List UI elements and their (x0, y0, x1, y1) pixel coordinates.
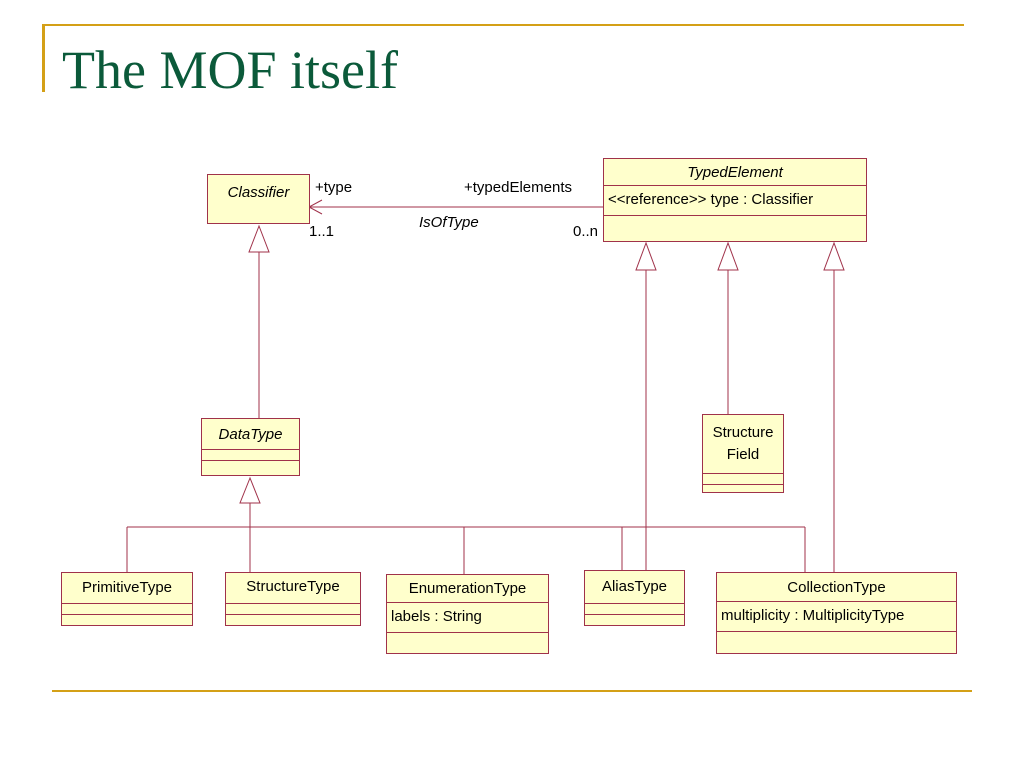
class-data-type[interactable]: DataType (201, 418, 300, 476)
attributes-compartment (703, 473, 783, 484)
class-classifier[interactable]: Classifier (207, 174, 310, 224)
attributes-compartment (202, 449, 299, 460)
operations-compartment (226, 614, 360, 625)
association-target-multiplicity: 0..n (573, 223, 599, 240)
class-attribute: <<reference>> type : Classifier (604, 185, 866, 215)
operations-compartment (717, 631, 956, 642)
class-collection-type[interactable]: CollectionType multiplicity : Multiplici… (716, 572, 957, 654)
bottom-rule (52, 690, 972, 692)
class-name: StructureType (246, 578, 340, 595)
class-alias-type[interactable]: AliasType (584, 570, 685, 626)
class-attribute: multiplicity : MultiplicityType (717, 601, 956, 631)
title-bar-accent (42, 24, 45, 92)
generalization-triangle-collection (823, 241, 845, 271)
class-name: Classifier (227, 184, 290, 201)
association-source-role: +type (315, 179, 353, 196)
association-target-role: +typedElements (464, 179, 572, 196)
generalization-triangle-classifier (248, 224, 270, 253)
class-name: PrimitiveType (81, 579, 173, 596)
generalization-triangle-structurefield (717, 241, 739, 271)
association-source-multiplicity: 1..1 (309, 223, 335, 240)
operations-compartment (585, 614, 684, 625)
generalization-triangle-alias (635, 241, 657, 271)
class-name: DataType (218, 426, 283, 443)
class-typed-element[interactable]: TypedElement <<reference>> type : Classi… (603, 158, 867, 242)
attributes-compartment (226, 603, 360, 614)
class-structure-type[interactable]: StructureType (225, 572, 361, 626)
generalization-triangle-datatype (239, 476, 261, 504)
top-rule (42, 24, 964, 26)
class-name: TypedElement (687, 164, 783, 181)
operations-compartment (703, 484, 783, 495)
operations-compartment (604, 215, 866, 226)
association-name: IsOfType (419, 214, 479, 231)
class-name: AliasType (601, 578, 668, 595)
class-primitive-type[interactable]: PrimitiveType (61, 572, 193, 626)
slide-title: The MOF itself (62, 40, 398, 100)
attributes-compartment (585, 603, 684, 614)
operations-compartment (202, 460, 299, 471)
class-attribute: labels : String (387, 602, 548, 632)
attributes-compartment (62, 603, 192, 614)
class-name: EnumerationType (408, 580, 527, 597)
class-name: Structure Field (712, 424, 774, 463)
class-structure-field[interactable]: Structure Field (702, 414, 784, 493)
class-name: CollectionType (787, 579, 886, 596)
operations-compartment (62, 614, 192, 625)
operations-compartment (387, 632, 548, 643)
class-enumeration-type[interactable]: EnumerationType labels : String (386, 574, 549, 654)
